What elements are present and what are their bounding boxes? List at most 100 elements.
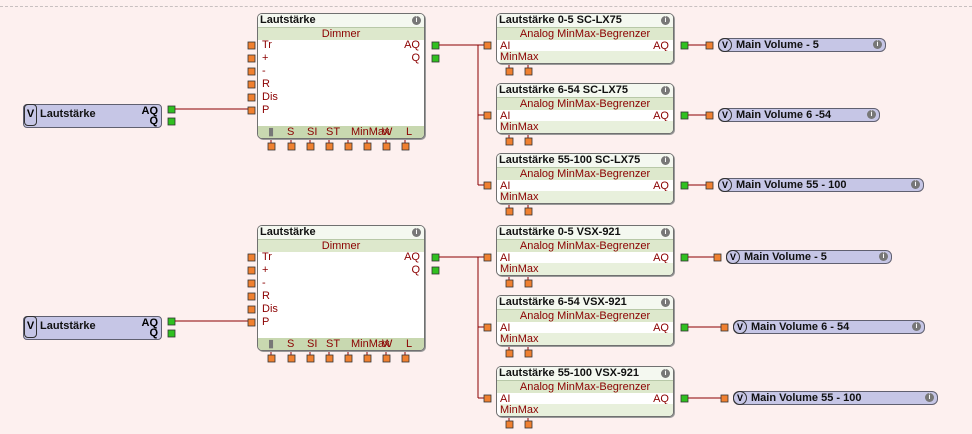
info-icon[interactable]: i <box>661 16 670 25</box>
dimmer-output-pin[interactable] <box>431 41 440 50</box>
limiter-param-pin[interactable] <box>524 137 533 146</box>
dimmer-input-pin[interactable] <box>247 41 256 50</box>
output-variable-input-pin[interactable] <box>705 111 714 120</box>
output-variable-input-pin[interactable] <box>720 394 729 403</box>
source-label: Lautstärke <box>40 108 96 120</box>
info-icon[interactable]: i <box>661 228 670 237</box>
dimmer-output-pin[interactable] <box>431 253 440 262</box>
limiter-param-pin[interactable] <box>524 67 533 76</box>
dimmer-param-pin[interactable] <box>306 354 315 363</box>
dimmer-param-pin[interactable] <box>287 142 296 151</box>
dimmer-input-pin[interactable] <box>247 54 256 63</box>
limiter-output-pin[interactable] <box>680 181 689 190</box>
dimmer-input-pin[interactable] <box>247 80 256 89</box>
dimmer-param-pin[interactable] <box>401 354 410 363</box>
dimmer-output-pin[interactable] <box>431 266 440 275</box>
info-icon[interactable]: i <box>867 110 876 119</box>
limiter-param-pin[interactable] <box>505 137 514 146</box>
dimmer-input-pin[interactable] <box>247 279 256 288</box>
info-icon[interactable]: i <box>911 180 920 189</box>
dimmer-output-pin[interactable] <box>431 54 440 63</box>
dimmer-param-pin[interactable] <box>325 354 334 363</box>
output-variable-input-pin[interactable] <box>713 253 722 262</box>
limiter-param-pin[interactable] <box>505 420 514 429</box>
dimmer-input-pin[interactable] <box>247 266 256 275</box>
dimmer-input-pin[interactable] <box>247 67 256 76</box>
limiter-input-pin[interactable] <box>483 181 492 190</box>
dimmer-input-pin[interactable] <box>247 318 256 327</box>
output-variable-input-pin[interactable] <box>720 323 729 332</box>
limiter-param-pin[interactable] <box>524 349 533 358</box>
info-icon[interactable]: i <box>661 298 670 307</box>
limiter-param-pin[interactable] <box>505 207 514 216</box>
dimmer-input-pin[interactable] <box>247 106 256 115</box>
limiter-input-pin[interactable] <box>483 323 492 332</box>
limiter-input-pin[interactable] <box>483 253 492 262</box>
dimmer-param-pin[interactable] <box>287 354 296 363</box>
limiter-output-pin[interactable] <box>680 253 689 262</box>
dimmer-param-pin[interactable] <box>344 354 353 363</box>
dimmer-param-pin[interactable] <box>325 142 334 151</box>
info-icon[interactable]: i <box>661 86 670 95</box>
dimmer-input-pin[interactable] <box>247 93 256 102</box>
dimmer-input-pin[interactable] <box>247 253 256 262</box>
limiter-param-label: MinMax <box>500 191 673 203</box>
dimmer-param-pin[interactable] <box>267 142 276 151</box>
limiter-input-pin[interactable] <box>483 111 492 120</box>
limiter-param-pin[interactable] <box>524 279 533 288</box>
dimmer-param-pin[interactable] <box>344 142 353 151</box>
limiter-output-pin[interactable] <box>680 111 689 120</box>
info-icon[interactable]: i <box>412 228 421 237</box>
dimmer-param-pin[interactable] <box>267 354 276 363</box>
limiter-output-pin[interactable] <box>680 41 689 50</box>
limiter-output-pin[interactable] <box>680 394 689 403</box>
source-output-aq[interactable] <box>167 317 176 326</box>
limiter-param-pin[interactable] <box>505 349 514 358</box>
dimmer-param-pin[interactable] <box>363 354 372 363</box>
dimmer-output-label: Q <box>411 264 420 276</box>
limiter-input-pin[interactable] <box>483 41 492 50</box>
source-output-q[interactable] <box>167 117 176 126</box>
limiter-input-pin[interactable] <box>483 394 492 403</box>
limiter-output-pin[interactable] <box>680 323 689 332</box>
info-icon[interactable]: i <box>412 16 421 25</box>
info-icon[interactable]: i <box>925 393 934 402</box>
output-variable-input-pin[interactable] <box>705 41 714 50</box>
dimmer-input-pin[interactable] <box>247 305 256 314</box>
output-variable-input-pin[interactable] <box>705 181 714 190</box>
dimmer-input-pin[interactable] <box>247 292 256 301</box>
info-icon[interactable]: i <box>661 156 670 165</box>
dimmer-param-pin[interactable] <box>401 142 410 151</box>
source-output-aq[interactable] <box>167 105 176 114</box>
limiter-param-pin[interactable] <box>505 67 514 76</box>
dimmer-param-pin[interactable] <box>382 142 391 151</box>
info-icon[interactable]: i <box>873 40 882 49</box>
info-icon[interactable]: i <box>661 369 670 378</box>
dimmer-param-pin[interactable] <box>363 142 372 151</box>
limiter-param-pin[interactable] <box>505 279 514 288</box>
info-icon[interactable]: i <box>912 322 921 331</box>
info-icon[interactable]: i <box>879 252 888 261</box>
source-output-q[interactable] <box>167 329 176 338</box>
limiter-param-pin[interactable] <box>524 420 533 429</box>
limiter-param-pin[interactable] <box>524 207 533 216</box>
dimmer-param-pin[interactable] <box>382 354 391 363</box>
output-variable-label: Main Volume - 5 <box>744 251 827 263</box>
dimmer-param-pin[interactable] <box>306 142 315 151</box>
